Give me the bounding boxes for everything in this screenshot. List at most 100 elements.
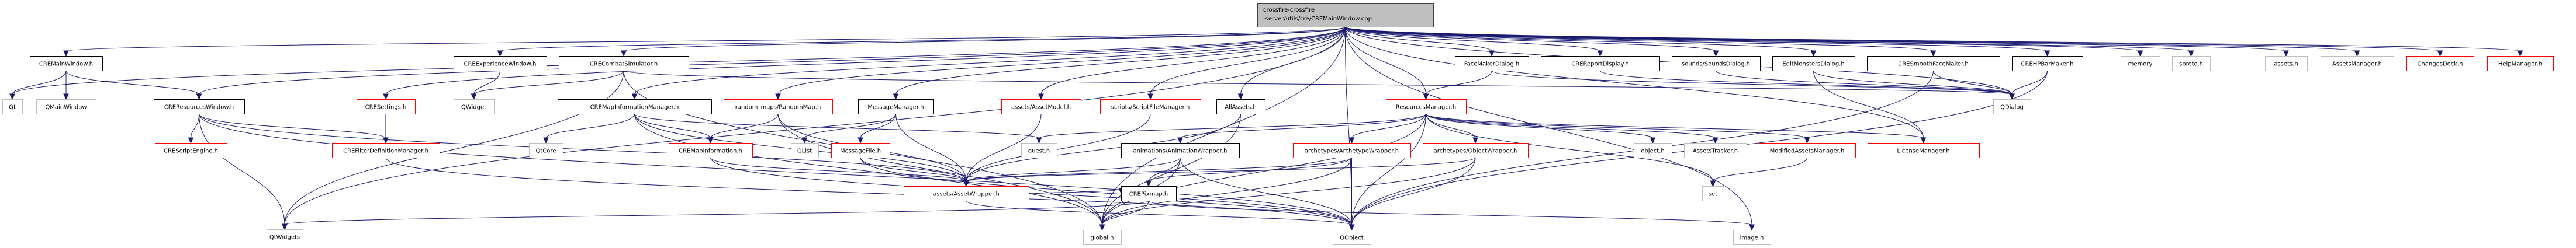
node-messagefile-h[interactable]: MessageFile.h [831,143,890,158]
node-qlist[interactable]: QList [791,143,819,158]
node-editmonstersdialog-h[interactable]: EditMonstersDialog.h [1772,56,1855,71]
arrowhead-icon [2354,50,2360,57]
node-object-h[interactable]: object.h [1634,143,1672,158]
node-label: memory [2128,61,2153,68]
node-qwidget[interactable]: QWidget [454,99,495,114]
node-qtwidgets[interactable]: QtWidgets [267,229,303,244]
node-allassets-h[interactable]: AllAssets.h [1216,99,1265,114]
edge-editmonstersdialog-h-to-licensemanager-h [1813,70,1924,139]
arrowhead-icon [707,137,714,144]
node-facemakerdialog-h[interactable]: FaceMakerDialog.h [1455,56,1529,71]
node-label: AllAssets.h [1225,104,1256,111]
node-archetypes-objectwrapper-h[interactable]: archetypes/ObjectWrapper.h [1423,143,1529,158]
node-creresourceswindow-h[interactable]: CREResourcesWindow.h [154,99,245,114]
edge-root-to-creresourceswindow-h [199,26,1346,95]
node-label: CREScriptEngine.h [164,148,218,155]
node-licensemanager-h[interactable]: LicenseManager.h [1868,143,1980,158]
node-cresettings-h[interactable]: CRESettings.h [357,99,416,114]
node-memory[interactable]: memory [2121,56,2160,71]
node-qtcore[interactable]: QtCore [529,143,563,158]
node-label: CREPixmap.h [1129,191,1168,198]
edge-allassets-h-to-global-h [1102,113,1241,226]
node-box [669,143,753,158]
node-archetypes-archetypewrapper-h[interactable]: archetypes/ArchetypeWrapper.h [1293,143,1411,158]
node-box [155,143,227,158]
node-label: global.h [1090,235,1114,242]
node-crescriptengine-h[interactable]: CREScriptEngine.h [155,143,227,158]
edge-messagemanager-h-to-messagefile-h [860,113,896,139]
edge-archetypes-objectwrapper-h-to-assets-assetwrapper-h [966,157,1476,182]
node-quest-h[interactable]: quest.h [1021,143,1057,158]
node-box [454,56,547,71]
node-label: CREResourcesWindow.h [164,104,234,111]
nodes-layer: crossfire-crossfire-server/utils/cre/CRE… [2,3,2554,245]
arrowhead-icon [196,93,202,100]
edge-resourcesmanager-h-to-archetypes-objectwrapper-h [1426,113,1476,139]
edge-scripts-scriptfilemanager-h-to-assets-assetwrapper-h [966,113,1151,182]
node-label: animations/AnimationWrapper.h [1133,148,1227,155]
node-crereportdisplay-h[interactable]: CREReportDisplay.h [1541,56,1660,71]
node-creexperiencewindow-h[interactable]: CREExperienceWindow.h [454,56,547,71]
arrowhead-icon [471,93,477,100]
node-sounds-soundsdialog-h[interactable]: sounds/SoundsDialog.h [1672,56,1761,71]
arrowhead-icon [2137,50,2143,57]
node-label: QList [797,148,812,155]
node-modifiedassetsmanager-h[interactable]: ModifiedAssetsManager.h [1759,143,1856,158]
node-cremapinformation-h[interactable]: CREMapInformation.h [669,143,753,158]
node-global-h[interactable]: global.h [1083,230,1122,245]
edge-root-to-messagemanager-h [895,26,1346,95]
node-crecombatsimulator-h[interactable]: CRECombatSimulator.h [559,56,689,71]
edge-creresourceswindow-h-to-crescriptengine-h [191,113,199,139]
arrowhead-icon [63,50,69,57]
node-crefilterdefinitionmanager-h[interactable]: CREFilterDefinitionManager.h [332,143,440,158]
node-cremainwindow-h[interactable]: CREMainWindow.h [30,56,103,71]
edge-cremapinformationmanager-h-to-cremapinformation-h [634,113,711,139]
arrowhead-icon [1810,50,1817,57]
edge-crecombatsimulator-h-to-qdialog [623,70,2013,95]
node-qdialog[interactable]: QDialog [1993,99,2031,114]
arrowhead-icon [857,137,863,144]
node-label: ChangesDock.h [2417,61,2463,68]
edge-resourcesmanager-h-to-modifiedassetsmanager-h [1426,113,1807,139]
node-set[interactable]: set [1702,186,1724,201]
node-box [1455,56,1529,71]
edge-root-to-crecombatsimulator-h [623,26,1346,52]
node-assetsmanager-h[interactable]: AssetsManager.h [2321,56,2394,71]
edge-random-maps-randommap-h-to-global-h [777,113,1102,226]
node-label: scripts/ScriptFileManager.h [1111,104,1190,111]
node-qmainwindow[interactable]: QMainWindow [36,99,96,114]
node-messagemanager-h[interactable]: MessageManager.h [858,99,934,114]
node-assets-assetwrapper-h[interactable]: assets/AssetWrapper.h [904,186,1029,201]
node-animations-animationwrapper-h[interactable]: animations/AnimationWrapper.h [1121,143,1240,158]
edge-messagefile-h-to-assets-assetwrapper-h [860,157,967,182]
node-label: crossfire-crossfire [1263,7,1315,13]
node-cresmoothfacemaker-h[interactable]: CRESmoothFaceMaker.h [1867,56,2000,71]
node-helpmanager-h[interactable]: HelpManager.h [2487,56,2554,71]
node-crehpbarmaker-h[interactable]: CREHPBarMaker.h [2012,56,2083,71]
node-assetstracker-h[interactable]: AssetsTracker.h [1684,143,1747,158]
edge-root-to-sounds-soundsdialog-h [1345,26,1716,52]
node-box [791,143,819,158]
arrowhead-icon [282,223,288,230]
node-random-maps-randommap-h[interactable]: random_maps/RandomMap.h [724,99,833,114]
node-box [2321,56,2394,71]
edge-random-maps-randommap-h-to-cremapinformation-h [710,113,779,139]
node-sproto-h[interactable]: sproto.h [2172,56,2211,71]
node-crepixmap-h[interactable]: CREPixmap.h [1121,186,1177,201]
node-resourcesmanager-h[interactable]: ResourcesManager.h [1386,99,1467,114]
edge-archetypes-archetypewrapper-h-to-global-h [1102,157,1352,226]
node-box [2487,56,2554,71]
node-changesdock-h[interactable]: ChangesDock.h [2406,56,2474,71]
edge-crereportdisplay-h-to-qdialog [1600,70,2013,95]
edge-resourcesmanager-h-to-archetypes-archetypewrapper-h [1351,113,1426,139]
node-scripts-scriptfilemanager-h[interactable]: scripts/ScriptFileManager.h [1100,99,1201,114]
node-assets-h[interactable]: assets.h [2265,56,2308,71]
node-image-h[interactable]: image.h [1733,230,1771,245]
node-qt[interactable]: Qt [2,99,23,114]
node-box [1216,99,1265,114]
node-qobject[interactable]: QObject [1333,230,1371,245]
node-cremapinformationmanager-h[interactable]: CREMapInformationManager.h [558,99,712,114]
node-assets-assetmodel-h[interactable]: assets/AssetModel.h [1001,99,1081,114]
node-box [904,186,1029,201]
